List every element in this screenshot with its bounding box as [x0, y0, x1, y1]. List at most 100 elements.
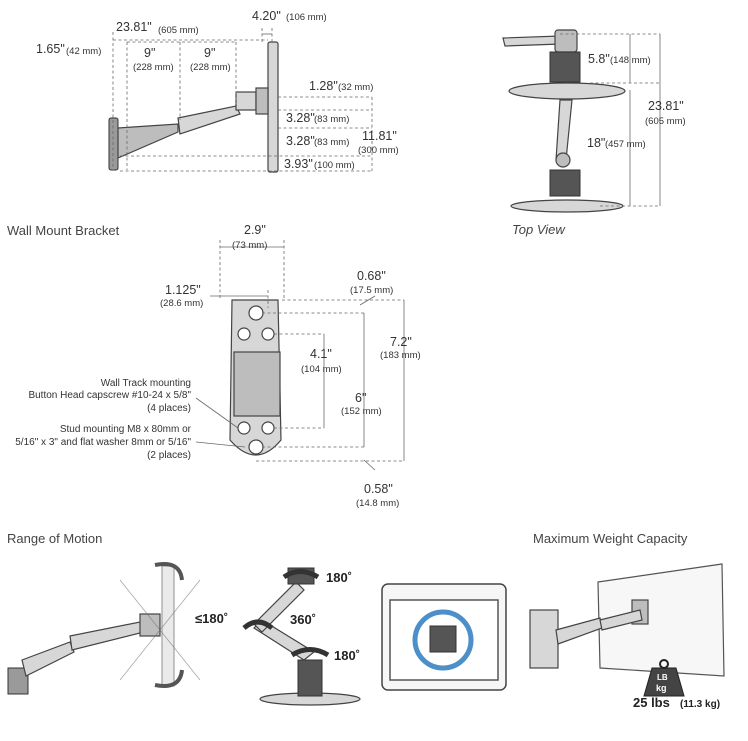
rom-monitor — [161, 565, 175, 687]
side-wall-offset: 1.65" — [36, 42, 65, 56]
rom-rotate-arrow — [412, 609, 474, 671]
rom-tilt-head — [139, 613, 161, 637]
capacity-upper-arm — [599, 609, 643, 631]
rom-wall-plate — [7, 667, 29, 695]
rom-lower-arm — [21, 641, 75, 677]
range-of-motion: Range of Motion ≤180˚ 180˚ 360˚ 180˚ — [7, 531, 507, 706]
side-arm2: 9" — [204, 46, 215, 60]
bracket-top-margin: 0.68" — [357, 269, 386, 283]
side-head-offset-mm: (106 mm) — [286, 12, 327, 23]
topview-mount — [549, 51, 581, 83]
topview-base-mount — [549, 169, 581, 197]
rom-pan-arrow-mid — [242, 619, 274, 630]
top-lower: 18" — [587, 136, 605, 150]
capacity-weight-kg: kg — [656, 683, 667, 693]
monitor-profile — [267, 41, 279, 173]
bracket-hole-spacing-mm: (104 mm) — [301, 364, 342, 375]
bracket-center — [233, 351, 281, 417]
topview-head — [554, 29, 578, 53]
top-upper: 5.8" — [588, 52, 610, 66]
note-track-1: Wall Track mounting — [101, 378, 191, 389]
rom-rotate-plate — [429, 625, 457, 653]
rom-pan-mount — [297, 659, 323, 697]
bracket-hole-offset-mm: (28.6 mm) — [160, 298, 203, 309]
top-lower-mm: (457 mm) — [605, 139, 646, 150]
rom-tilt-label: ≤180˚ — [195, 611, 228, 626]
top-total: 23.81" — [648, 99, 684, 113]
capacity-weight-lb: LB — [657, 673, 668, 682]
bracket-top-margin-mm: (17.5 mm) — [350, 285, 393, 296]
topview-handle — [502, 35, 561, 47]
side-tilt-depth-mm: (32 mm) — [338, 82, 373, 93]
top-view: 5.8" (148 mm) 18" (457 mm) 23.81" (605 m… — [502, 29, 686, 237]
bracket-stud-spacing-mm: (152 mm) — [341, 406, 382, 417]
rom-pan-arrow-bottom — [290, 647, 330, 658]
top-view-label: Top View — [512, 222, 566, 237]
bracket-hole-offset: 1.125" — [165, 283, 201, 297]
track-hole-4 — [261, 421, 275, 435]
topview-upper-plate — [508, 82, 626, 100]
stud-hole-top — [248, 305, 264, 321]
capacity-value-kg: (11.3 kg) — [680, 699, 720, 710]
capacity-title: Maximum Weight Capacity — [533, 531, 688, 546]
rom-tilt-arrow-bottom — [154, 669, 184, 688]
top-total-mm: (605 mm) — [645, 116, 686, 127]
wall-bracket-drawing: Wall Mount Bracket 2.9" (73 mm) 1.125" (… — [7, 223, 421, 509]
capacity-weight-icon — [643, 667, 685, 697]
note-track-2: Button Head capscrew #10-24 x 5/8" — [28, 390, 191, 401]
rom-pan-upper-arm — [253, 581, 305, 633]
note-stud-1: Stud mounting M8 x 80mm or — [60, 424, 192, 435]
side-overall-width-mm: (605 mm) — [158, 25, 199, 36]
side-arm1: 9" — [144, 46, 155, 60]
side-wall-offset-mm: (42 mm) — [66, 46, 101, 57]
bracket-bottom-margin-mm: (14.8 mm) — [356, 498, 399, 509]
note-stud-3: (2 places) — [147, 450, 191, 461]
range-title: Range of Motion — [7, 531, 102, 546]
rom-pan-mid-label: 360˚ — [290, 612, 316, 627]
bracket-width-mm: (73 mm) — [232, 240, 267, 251]
rom-upper-arm — [69, 621, 145, 651]
side-lower-rise: 3.28" — [286, 134, 315, 148]
side-lower-rise-mm: (83 mm) — [314, 137, 349, 148]
capacity-lower-arm — [555, 617, 603, 645]
rom-pan-arrow-top — [282, 569, 320, 580]
side-head-offset: 4.20" — [252, 9, 281, 23]
rom-pan-bottom-label: 180˚ — [334, 648, 360, 663]
capacity-value: 25 lbs — [633, 695, 670, 710]
bracket-hole-spacing: 4.1" — [310, 347, 332, 361]
side-height-mm: (300 mm) — [358, 145, 399, 156]
side-height: 11.81" — [362, 129, 397, 143]
topview-arm — [555, 99, 573, 161]
note-stud-2: 5/16" x 3" and flat washer 8mm or 5/16" — [15, 437, 191, 448]
side-arm1-mm: (228 mm) — [133, 62, 174, 73]
capacity-wall-bracket — [529, 609, 559, 669]
track-hole-1 — [237, 327, 251, 341]
side-arm2-mm: (228 mm) — [190, 62, 231, 73]
side-overall-width: 23.81" — [116, 20, 152, 34]
stud-hole-bottom — [248, 439, 264, 455]
weight-capacity: Maximum Weight Capacity LB kg 25 lbs (11… — [529, 531, 725, 710]
side-view: 23.81" (605 mm) 4.20" (106 mm) 1.65" (42… — [36, 9, 399, 173]
side-tilt-depth: 1.28" — [309, 79, 338, 93]
lower-arm — [117, 123, 179, 159]
side-upper-rise-mm: (83 mm) — [314, 114, 349, 125]
track-hole-2 — [261, 327, 275, 341]
rom-pan-top-label: 180˚ — [326, 570, 352, 585]
bracket-height: 7.2" — [390, 335, 412, 349]
upper-arm — [177, 105, 241, 135]
side-bracket-depth-mm: (100 mm) — [314, 160, 355, 171]
vesa-plate — [255, 87, 269, 115]
bracket-title: Wall Mount Bracket — [7, 223, 120, 238]
bracket-bottom-margin: 0.58" — [364, 482, 393, 496]
track-hole-3 — [237, 421, 251, 435]
bracket-width: 2.9" — [244, 223, 266, 237]
top-upper-mm: (148 mm) — [610, 55, 651, 66]
tilt-head — [235, 91, 257, 111]
capacity-monitor — [597, 563, 725, 677]
rom-tilt-arrow-top — [154, 562, 184, 581]
side-upper-rise: 3.28" — [286, 111, 315, 125]
bracket-stud-spacing: 6" — [355, 391, 366, 405]
note-track-3: (4 places) — [147, 403, 191, 414]
wall-bracket — [108, 117, 119, 171]
